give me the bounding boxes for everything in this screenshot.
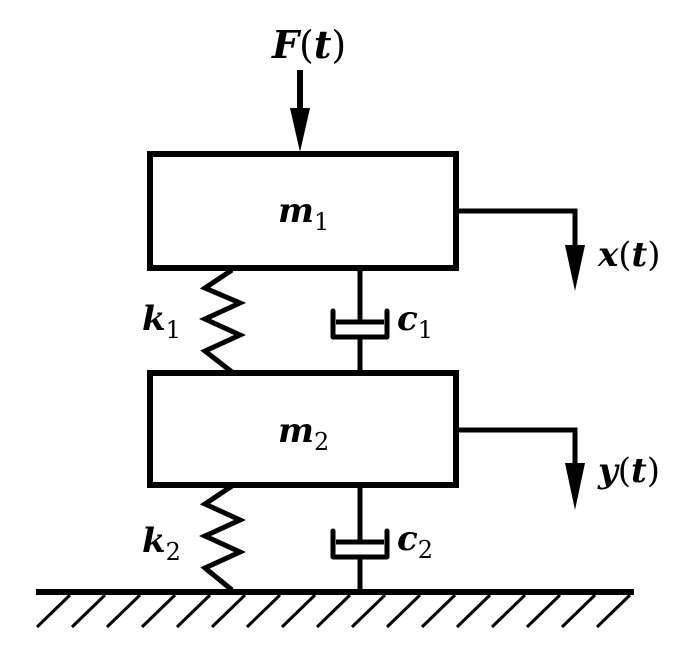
hatch-line	[175, 593, 212, 629]
hatch-line	[420, 593, 457, 629]
damper-c1	[330, 270, 390, 372]
mass-m2-label: m2	[278, 411, 329, 456]
damper-c1-label: c1	[397, 299, 433, 344]
hatch-line	[525, 593, 562, 629]
displacement-y-arrow	[456, 427, 585, 510]
hatch-line	[595, 593, 632, 629]
displacement-y-label: y(t)	[597, 451, 660, 491]
damper-c2	[330, 486, 390, 590]
damper-c2-label: c2	[397, 519, 433, 564]
hatch-line	[245, 593, 282, 629]
spring-k1	[198, 267, 247, 374]
hatch-line	[210, 593, 247, 629]
force-label: F(t)	[271, 22, 346, 67]
hatch-line	[490, 593, 527, 629]
spring-k2-label: k2	[142, 521, 181, 566]
hatch-line	[105, 593, 142, 629]
hatch-line	[350, 593, 387, 629]
mass-m1-label: m1	[278, 191, 329, 236]
hatch-line	[140, 593, 177, 629]
displacement-x-arrow	[456, 208, 585, 291]
spring-k1-label: k1	[142, 299, 181, 344]
hatch-line	[385, 593, 422, 629]
hatch-line	[280, 593, 317, 629]
ground	[35, 589, 634, 629]
hatch-line	[35, 593, 72, 629]
hatch-line	[455, 593, 492, 629]
ground-hatching	[35, 593, 632, 629]
hatch-line	[560, 593, 597, 629]
hatch-line	[70, 593, 107, 629]
hatch-line	[315, 593, 352, 629]
force-arrow	[290, 70, 310, 152]
spring-k2	[198, 483, 247, 592]
displacement-x-label: x(t)	[597, 235, 661, 275]
